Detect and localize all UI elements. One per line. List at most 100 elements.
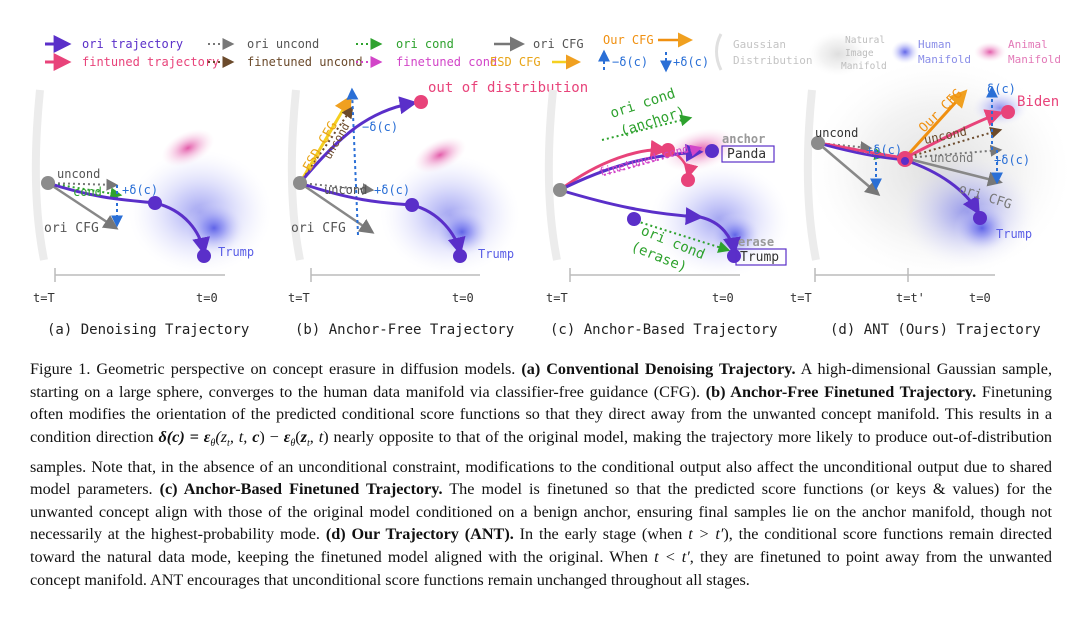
start-node — [41, 176, 55, 190]
panda-box — [721, 145, 775, 163]
finetuned-trajectory-upper — [559, 139, 669, 192]
delta-label: +δ(c) — [122, 183, 158, 197]
panel-a: uncond cond +δ(c) ori CFG Trump t=T t=0 … — [31, 89, 272, 338]
legend-finetuned-trajectory: fintuned trajectory — [82, 55, 219, 69]
legend: ori trajectory fintuned trajectory ori u… — [45, 32, 1061, 76]
natural-manifold-swatch — [808, 32, 868, 76]
caption-b-title: (b) Anchor-Free Finetuned Trajectory. — [705, 382, 977, 401]
erase-mid-node — [627, 212, 641, 226]
caption-d-text-2: ), the conditional score functions remai… — [30, 525, 1052, 566]
delta-label: +δ(c) — [374, 183, 410, 197]
trump-node — [973, 211, 987, 225]
erase-label: erase — [738, 235, 774, 249]
caption-a-title: (a) Conventional Denoising Trajectory. — [521, 360, 796, 378]
legend-human-1: Human — [918, 38, 951, 51]
ori-cfg-label: ori CFG — [44, 221, 99, 236]
legend-our-cfg: Our CFG — [603, 33, 654, 47]
caption-c-title: (c) Anchor-Based Finetuned Trajectory. — [159, 480, 443, 499]
start-node — [293, 176, 307, 190]
anchor-label: anchor — [722, 132, 765, 146]
uncond-label-3: uncond — [930, 151, 973, 165]
ori-cfg-arrow-left — [817, 142, 881, 196]
uncond-label: uncond — [57, 167, 100, 181]
erase-end-node — [727, 249, 741, 263]
panel-a-caption: (a) Denoising Trajectory — [47, 322, 249, 338]
ori-trajectory-to-trump — [904, 158, 980, 216]
mid-node — [405, 198, 419, 212]
ood-trajectory-path — [298, 96, 418, 184]
caption-b-text-1: Finetuning often modifies the orientatio… — [30, 382, 1052, 446]
caption-lead: Figure 1. Geometric perspective on conce… — [30, 360, 522, 378]
trump-box — [735, 248, 787, 266]
ori-cond-arrow — [47, 182, 123, 200]
human-manifold-core — [954, 204, 1010, 252]
t-end-label: t=0 — [452, 291, 474, 305]
trump-node — [453, 249, 467, 263]
ori-uncond-arrow — [47, 178, 119, 191]
legend-plus-delta: +δ(c) — [673, 55, 709, 69]
caption-c-text: The model is finetuned so that the predi… — [30, 480, 1053, 544]
figure-caption: Figure 1. Geometric perspective on conce… — [30, 360, 1053, 589]
legend-minus-delta: −δ(c) — [612, 55, 648, 69]
t-start-label: t=T — [33, 291, 55, 305]
trump-label: Trump — [478, 247, 514, 261]
erase-trajectory-tail — [699, 215, 741, 256]
ori-cond-anchor-arrow — [601, 114, 693, 141]
ori-cfg-arrow — [299, 181, 375, 234]
gaussian-arc-icon — [715, 33, 723, 71]
plus-delta-label: +δ(c) — [866, 143, 902, 157]
cond-label: cond — [73, 185, 102, 199]
caption-b-text-2: nearly opposite to that of the original … — [30, 427, 1053, 499]
start-node — [811, 136, 825, 150]
t-mid-label: t=t' — [896, 291, 925, 305]
panel-b: out of distribution ESD CFG uncond −δ(c)… — [287, 80, 588, 338]
trump-label: Trump — [218, 245, 254, 259]
legend-natural-1: Natural — [845, 35, 885, 46]
uncond-label: uncond — [815, 126, 858, 140]
ori-uncond-arrow — [299, 182, 375, 196]
finetuned-node-lower — [681, 173, 695, 187]
gaussian-sphere-arc — [803, 89, 820, 261]
caption-d-cond-2: t < t′ — [654, 547, 690, 566]
ori-cfg-arrow — [47, 181, 119, 230]
finetuned-uncond-arrow — [299, 106, 354, 184]
figure-1: ori trajectory fintuned trajectory ori u… — [31, 32, 1070, 338]
delta-right-label: +δ(c) — [994, 153, 1030, 167]
minus-delta-label: −δ(c) — [362, 120, 398, 134]
legend-gaussian-1: Gaussian — [733, 38, 786, 51]
trump-label: Trump — [740, 250, 779, 265]
trump-node — [197, 249, 211, 263]
animal-manifold-swatch — [974, 42, 1006, 62]
ood-node — [414, 95, 428, 109]
caption-formula-rest: (z — [215, 427, 228, 446]
human-manifold-swatch — [891, 40, 919, 64]
legend-gaussian-2: Distribution — [733, 54, 812, 67]
caption-a-text: A high-dimensional Gaussian sample, star… — [30, 360, 1052, 401]
panda-label: Panda — [727, 147, 766, 162]
erase-trajectory-path — [559, 188, 704, 226]
legend-finetuned-uncond: finetuned uncond — [247, 55, 363, 69]
ori-cfg-label: ori CFG — [291, 221, 346, 236]
finetuned-node-upper — [661, 143, 675, 157]
gaussian-sphere-arc — [287, 89, 304, 261]
uncond-arrow-right-2 — [904, 144, 1003, 159]
panel-b-caption: (b) Anchor-Free Trajectory — [295, 322, 514, 338]
our-cfg-arrow — [903, 89, 968, 160]
t-start-label: t=T — [546, 291, 568, 305]
caption-d-text-3: , they are finetuned to point away from … — [30, 547, 1052, 589]
caption-d-text-1: In the early stage (when — [513, 525, 689, 544]
finetuned-cond-arrow — [603, 144, 703, 176]
caption-d-cond-1: t > t′ — [688, 525, 724, 544]
legend-animal-1: Animal — [1008, 38, 1048, 51]
caption-formula: δ(c) = ε — [158, 427, 211, 446]
caption-d-title: (d) Our Trajectory (ANT). — [325, 525, 514, 544]
panda-node — [705, 144, 719, 158]
ori-cfg-arrow-right — [904, 156, 1003, 187]
biden-node — [1001, 105, 1015, 119]
legend-ori-cfg: ori CFG — [533, 37, 584, 51]
legend-animal-2: Manifold — [1008, 53, 1061, 66]
ood-label: out of distribution — [428, 80, 588, 96]
legend-esd-cfg: ESD CFG — [490, 55, 541, 69]
legend-natural-3: Manifold — [841, 61, 887, 72]
t-start-label: t=T — [288, 291, 310, 305]
